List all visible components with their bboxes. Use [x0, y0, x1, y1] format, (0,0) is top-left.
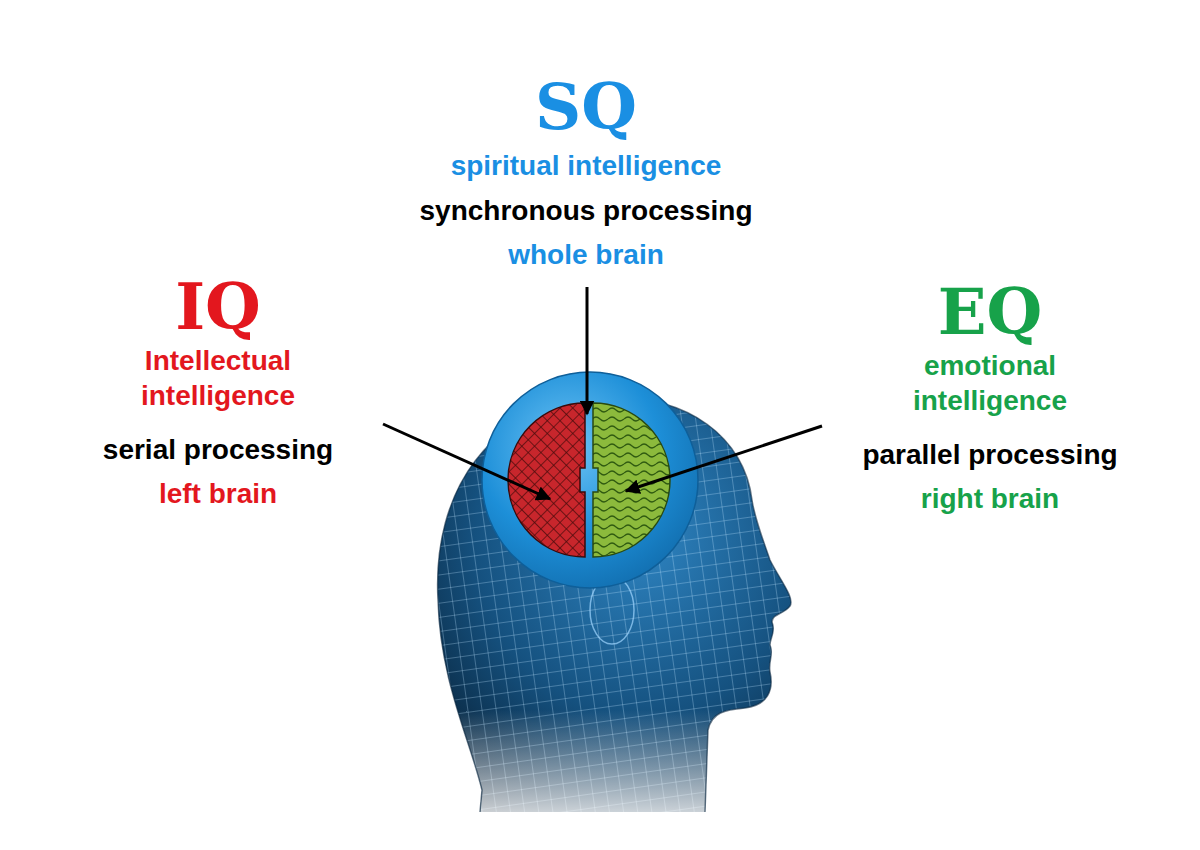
label-text: spiritual intelligence — [376, 148, 796, 183]
label-text: synchronous processing — [376, 193, 796, 228]
label-text: right brain — [840, 481, 1140, 516]
label-text: emotional intelligence — [875, 348, 1105, 418]
label-text: parallel processing — [830, 437, 1150, 472]
label-text: serial processing — [68, 432, 368, 467]
heading: SQ — [476, 72, 696, 142]
label-text: whole brain — [376, 237, 796, 272]
label-text: Intellectual intelligence — [103, 343, 333, 413]
heading: EQ — [890, 277, 1090, 347]
heading: IQ — [118, 272, 318, 342]
label-text: left brain — [68, 476, 368, 511]
